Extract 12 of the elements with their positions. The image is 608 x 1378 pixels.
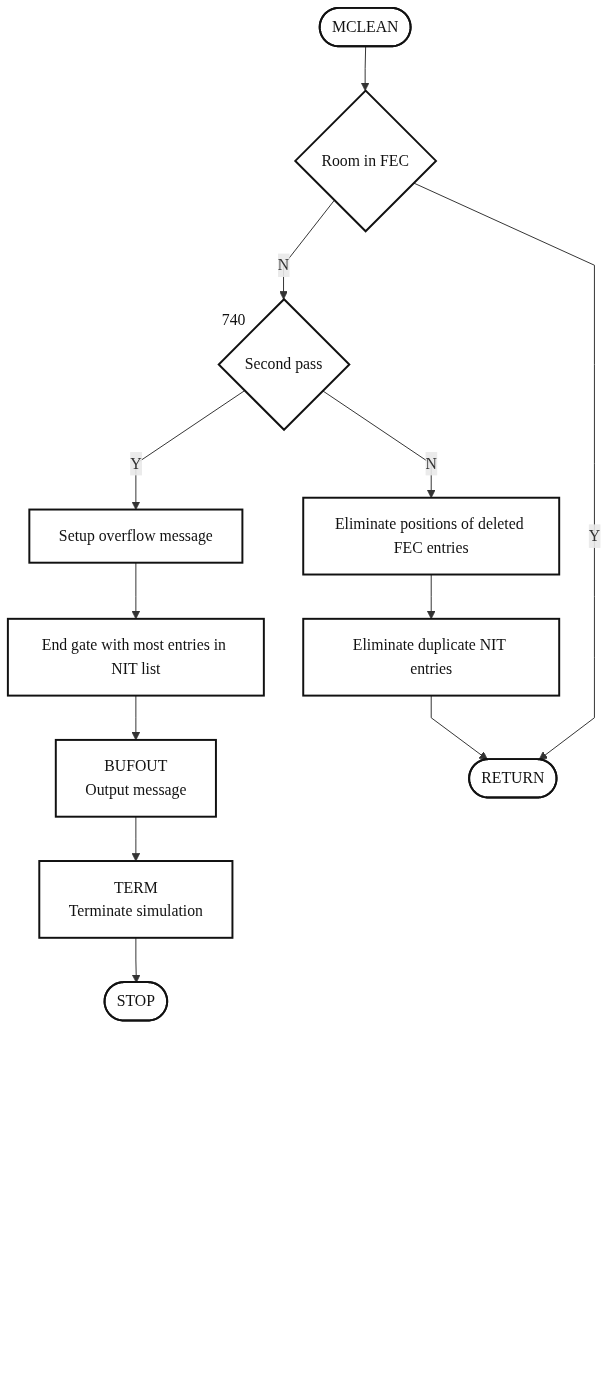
node-box: Setup overflow message	[28, 508, 244, 564]
node-box: End gate with most entries in NIT list	[6, 617, 265, 697]
step-number: 740	[221, 311, 246, 329]
edge-label: Y	[588, 527, 601, 544]
edge-label: Y	[130, 454, 142, 472]
node-box: Eliminate duplicate NIT entries	[302, 617, 561, 697]
node-box: BUFOUT Output message	[54, 738, 217, 818]
node-diamond: Room in FEC	[293, 89, 438, 233]
edge-label: N	[277, 256, 290, 274]
node-box: TERM Terminate simulation	[38, 860, 234, 939]
edge-label: N	[425, 454, 437, 472]
node-box: Eliminate positions of deleted FEC entries	[302, 496, 561, 576]
